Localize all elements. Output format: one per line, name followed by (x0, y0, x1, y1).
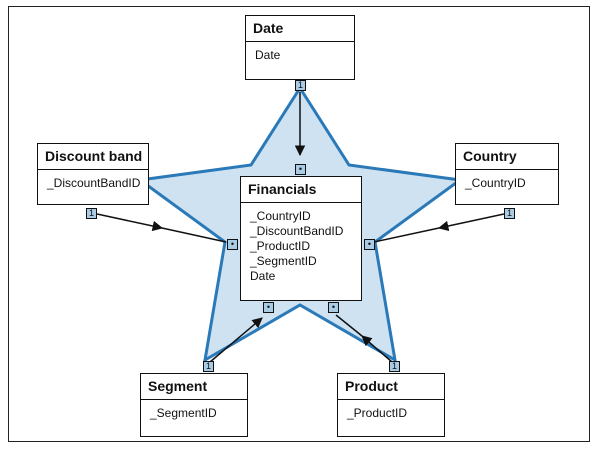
cardinality-many-badge: • (364, 239, 375, 250)
cardinality-many-badge: • (227, 239, 238, 250)
table-country: Country _CountryID (455, 143, 559, 205)
table-segment: Segment _SegmentID (140, 373, 248, 437)
table-segment-fields: _SegmentID (141, 400, 247, 421)
table-field: Date (255, 48, 281, 62)
rel-product-financials-a (361, 335, 393, 363)
table-product-title: Product (338, 374, 444, 400)
table-discount-band-title: Discount band (38, 144, 148, 170)
rel-discount-financials-b (161, 227, 227, 243)
table-financials: Financials _CountryID _DiscountBandID _P… (240, 176, 362, 301)
cardinality-one-badge: 1 (295, 80, 306, 91)
table-date-fields: Date (246, 42, 354, 63)
table-discount-band: Discount band _DiscountBandID (37, 143, 149, 205)
table-field: _DiscountBandID (250, 224, 344, 238)
table-country-fields: _CountryID (456, 170, 558, 191)
rel-segment-financials (209, 317, 263, 363)
table-date: Date Date (245, 15, 355, 80)
table-field: Date (250, 269, 276, 283)
cardinality-one-badge: 1 (203, 361, 214, 372)
table-field: _SegmentID (250, 254, 317, 268)
table-field: _CountryID (250, 209, 311, 223)
cardinality-many-badge: • (328, 302, 339, 313)
cardinality-one-badge: 1 (389, 361, 400, 372)
table-financials-fields: _CountryID _DiscountBandID _ProductID _S… (241, 203, 361, 284)
table-field: _DiscountBandID (47, 176, 141, 190)
table-field: _ProductID (347, 406, 408, 420)
rel-country-financials-b (373, 227, 440, 243)
cardinality-many-badge: • (263, 302, 274, 313)
table-country-title: Country (456, 144, 558, 170)
table-field: _ProductID (250, 239, 311, 253)
rel-product-financials-b (335, 314, 363, 337)
table-financials-title: Financials (241, 177, 361, 203)
table-field: _SegmentID (150, 406, 217, 420)
cardinality-many-badge: • (295, 164, 306, 175)
table-discount-band-fields: _DiscountBandID (38, 170, 148, 191)
table-product-fields: _ProductID (338, 400, 444, 421)
table-segment-title: Segment (141, 374, 247, 400)
rel-country-financials-a (437, 213, 505, 232)
table-product: Product _ProductID (337, 373, 445, 437)
table-date-title: Date (246, 16, 354, 42)
cardinality-one-badge: 1 (504, 208, 515, 219)
rel-discount-financials-a (96, 213, 164, 232)
cardinality-one-badge: 1 (86, 208, 97, 219)
table-field: _CountryID (465, 176, 526, 190)
diagram-frame (8, 6, 590, 442)
